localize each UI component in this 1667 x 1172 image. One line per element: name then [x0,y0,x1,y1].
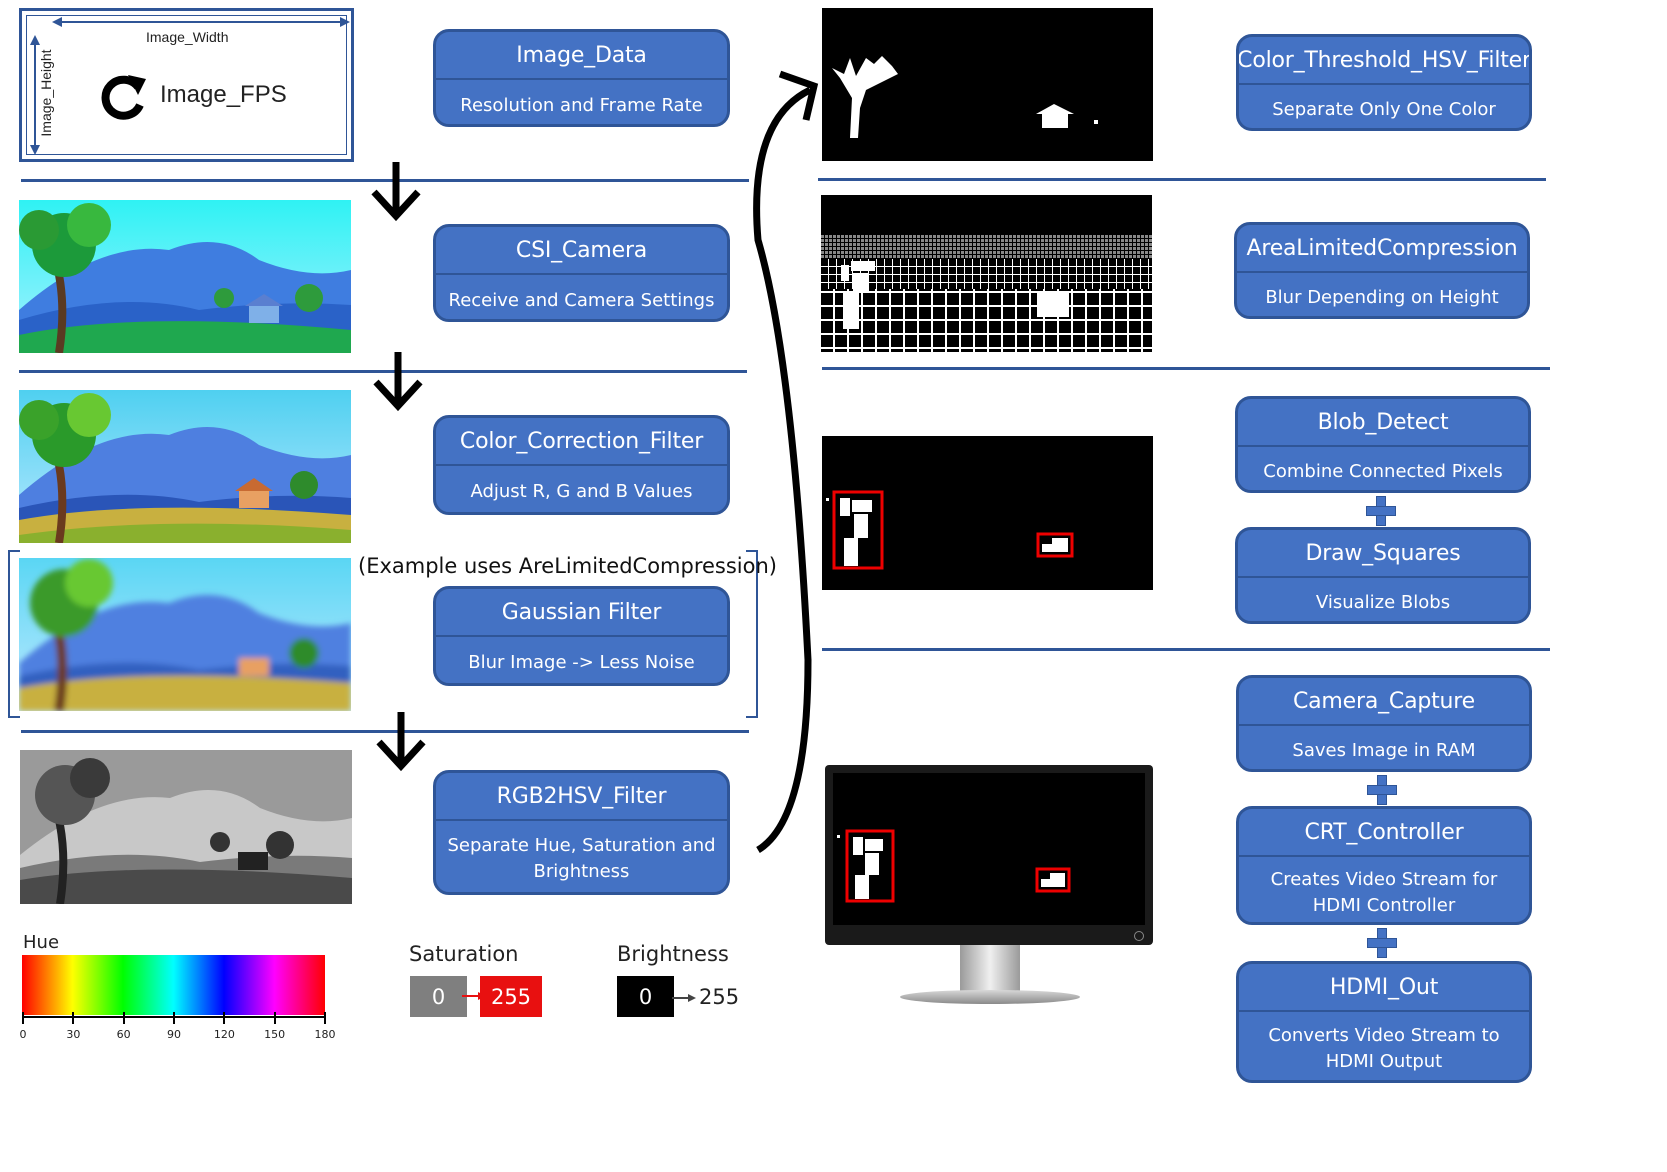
module-title: Draw_Squares [1238,530,1528,578]
divider [818,178,1546,181]
module-subtitle: Creates Video Stream for HDMI Controller [1270,869,1498,916]
module-title: Color_Correction_Filter [436,418,727,466]
divider [822,648,1550,651]
module-hdmi-out[interactable]: HDMI_Out Converts Video Stream to HDMI O… [1236,961,1532,1083]
hue-tick-label: 180 [314,1028,336,1041]
module-image-data[interactable]: Image_Data Resolution and Frame Rate [433,29,730,127]
hue-tick-label: 150 [264,1028,286,1041]
module-subtitle: Blur Depending on Height [1265,287,1499,308]
brightness-arrow-icon [672,994,696,1002]
hue-tick-label: 60 [116,1028,131,1041]
saturation-to-value: 255 [490,984,532,1009]
monitor-stand [960,945,1020,995]
image-info-inner [26,15,347,155]
saturation-from-value: 0 [431,984,446,1009]
monitor-base [900,990,1080,1004]
hue-gradient-bar [22,955,325,1015]
hue-tick-mark [273,1012,276,1024]
color-corrected-image [19,390,351,543]
width-arrow-icon [52,17,350,27]
module-title: HDMI_Out [1239,964,1529,1012]
module-subtitle: Saves Image in RAM [1292,740,1476,761]
module-subtitle: Separate Hue, Saturation and Brightness [447,835,716,882]
divider [822,367,1550,370]
module-subtitle: Visualize Blobs [1315,592,1451,613]
hue-label: Hue [23,932,60,953]
module-rgb2hsv-filter[interactable]: RGB2HSV_Filter Separate Hue, Saturation … [433,770,730,895]
monitor-screen [833,773,1145,925]
hue-tick-mark [173,1012,175,1024]
example-bracket-left [8,550,20,718]
plus-icon [1366,496,1396,526]
module-subtitle: Separate Only One Color [1272,99,1496,120]
down-arrow-icon [373,352,423,412]
module-subtitle: Adjust R, G and B Values [470,481,693,502]
image-width-label: Image_Width [146,29,229,45]
module-title: CRT_Controller [1239,809,1529,857]
module-color-correction-filter[interactable]: Color_Correction_Filter Adjust R, G and … [433,415,730,515]
hue-tick-label: 30 [66,1028,81,1041]
module-subtitle: Blur Image -> Less Noise [468,652,695,673]
divider [21,179,749,182]
module-title: RGB2HSV_Filter [436,773,727,821]
compression-image [821,195,1152,352]
module-title: Camera_Capture [1239,678,1529,726]
brightness-label: Brightness [617,942,729,966]
divider [21,730,749,733]
module-title: Color_Threshold_HSV_Filter [1239,37,1529,85]
module-title: Image_Data [436,32,727,80]
saturation-to-box: 255 [480,976,542,1017]
hue-tick-mark [223,1012,226,1024]
module-csi-camera[interactable]: CSI_Camera Receive and Camera Settings [433,224,730,322]
module-title: AreaLimitedCompression [1237,225,1527,273]
divider [19,370,747,373]
threshold-image [822,8,1153,161]
hue-tick-mark [72,1012,75,1024]
hue-tick-label: 0 [19,1028,27,1041]
brightness-to-value: 255 [699,985,740,1009]
camera-image [19,200,351,353]
module-title: Gaussian Filter [436,589,727,637]
image-height-label: Image_Height [38,49,54,137]
module-crt-controller[interactable]: CRT_Controller Creates Video Stream for … [1236,806,1532,925]
curved-arrow-icon [753,70,819,853]
module-gaussian-filter[interactable]: Gaussian Filter Blur Image -> Less Noise [433,586,730,686]
image-fps-label: Image_FPS [160,81,287,108]
module-title: Blob_Detect [1238,399,1528,447]
gaussian-image [19,558,351,711]
hue-tick-mark [324,1012,326,1024]
module-area-limited-compression[interactable]: AreaLimitedCompression Blur Depending on… [1234,222,1530,319]
power-icon [1134,931,1144,941]
refresh-icon [101,75,146,120]
module-draw-squares[interactable]: Draw_Squares Visualize Blobs [1235,527,1531,624]
module-subtitle: Combine Connected Pixels [1263,461,1503,482]
hue-tick-mark [22,1012,24,1024]
module-subtitle: Resolution and Frame Rate [460,95,703,116]
example-note: (Example uses AreLimitedCompression) [358,554,777,578]
module-subtitle: Converts Video Stream to HDMI Output [1268,1025,1500,1072]
module-camera-capture[interactable]: Camera_Capture Saves Image in RAM [1236,675,1532,772]
down-arrow-icon [376,712,426,772]
module-color-threshold-hsv-filter[interactable]: Color_Threshold_HSV_Filter Separate Only… [1236,34,1532,131]
down-arrow-icon [371,162,421,222]
blob-image [822,436,1153,590]
plus-icon [1367,775,1397,805]
hue-tick-label: 120 [213,1028,235,1041]
image-info-box: Image_Width Image_Height Image_FPS [19,8,354,162]
module-subtitle: Receive and Camera Settings [448,290,715,311]
brightness-from-value: 0 [638,984,653,1009]
saturation-label: Saturation [409,942,519,966]
hue-tick-label: 90 [167,1028,181,1041]
module-title: CSI_Camera [436,227,727,275]
plus-icon [1367,928,1397,958]
height-arrow-icon [30,35,40,155]
example-bracket-right [746,550,758,718]
hue-tick-mark [122,1012,125,1024]
monitor [825,765,1153,945]
module-blob-detect[interactable]: Blob_Detect Combine Connected Pixels [1235,396,1531,493]
hsv-image [20,750,352,904]
saturation-from-box: 0 [410,976,467,1017]
brightness-from-box: 0 [617,976,674,1017]
